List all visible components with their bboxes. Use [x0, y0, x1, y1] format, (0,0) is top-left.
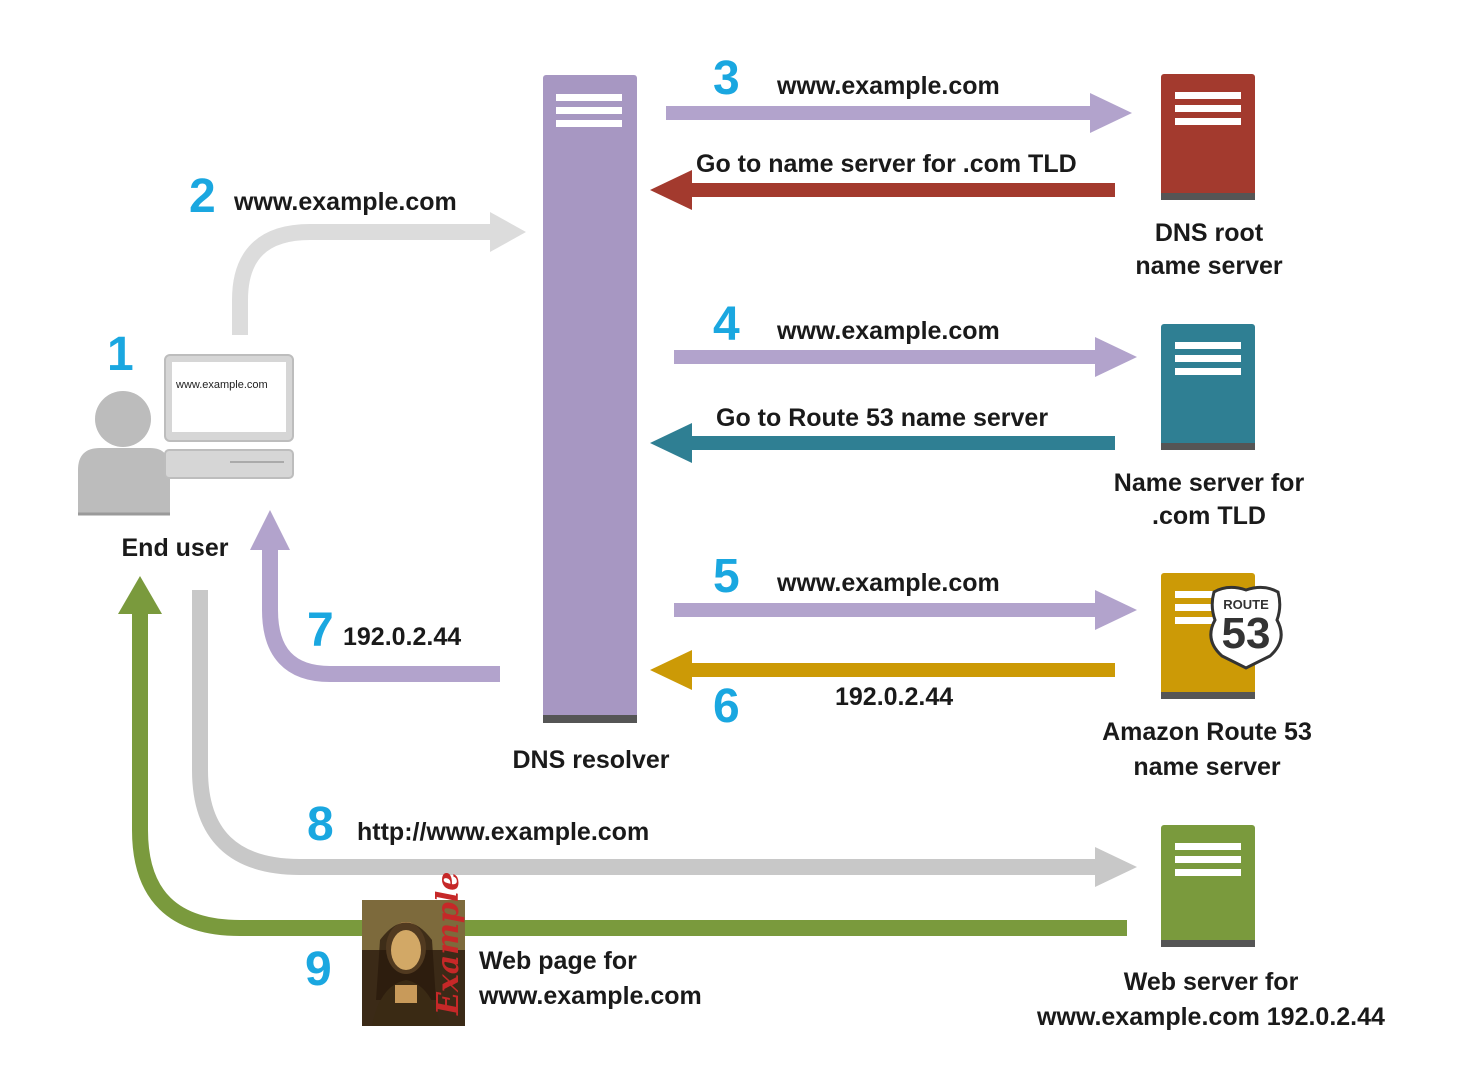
step-4-label: www.example.com	[776, 317, 1000, 345]
route53-badge-number: 53	[1222, 609, 1271, 658]
dns-resolver-label: DNS resolver	[512, 746, 669, 774]
route53-label-2: name server	[1133, 753, 1281, 781]
dns-resolver-icon	[543, 75, 637, 723]
web-server-label-1: Web server for	[1124, 968, 1299, 996]
web-page-label-2: www.example.com	[478, 982, 702, 1010]
screen-url: www.example.com	[175, 379, 268, 391]
web-page-thumbnail-text: Example	[431, 872, 466, 1016]
arrow-step6-reply	[650, 650, 1115, 690]
step-7-number: 7	[307, 604, 334, 657]
step-1-number: 1	[107, 328, 134, 381]
arrow-step7	[250, 510, 500, 682]
step-6-label: 192.0.2.44	[835, 683, 953, 711]
arrow-step4-reply	[650, 423, 1115, 463]
end-user-label: End user	[122, 534, 229, 562]
arrow-step4-request	[674, 337, 1137, 377]
route53-label-1: Amazon Route 53	[1102, 718, 1312, 746]
root-server-label-1: DNS root	[1155, 219, 1264, 247]
tld-server-label-1: Name server for	[1114, 469, 1305, 497]
arrow-step3-request	[666, 93, 1132, 133]
computer-icon	[164, 354, 294, 479]
web-server-icon	[1161, 825, 1255, 947]
step-7-label: 192.0.2.44	[343, 623, 461, 651]
web-page-label-1: Web page for	[479, 947, 637, 975]
step-8-label: http://www.example.com	[357, 818, 649, 846]
tld-server-label-2: .com TLD	[1152, 502, 1266, 530]
step-3-label: www.example.com	[776, 72, 1000, 100]
arrow-step5-request	[674, 590, 1137, 630]
root-server-label-2: name server	[1135, 252, 1283, 280]
step-5-number: 5	[713, 550, 740, 603]
root-server-icon	[1161, 74, 1255, 200]
step-3-number: 3	[713, 52, 740, 105]
step-4-number: 4	[713, 298, 740, 351]
route53-badge-top: ROUTE	[1223, 597, 1269, 612]
arrow-step9	[118, 576, 1127, 936]
arrow-step3-reply	[650, 170, 1115, 210]
step-5-label: www.example.com	[776, 569, 1000, 597]
step-6-number: 6	[713, 680, 740, 733]
step-4-reply-label: Go to Route 53 name server	[716, 404, 1048, 432]
route53-shield-icon	[1209, 585, 1283, 670]
web-server-label-2: www.example.com 192.0.2.44	[1036, 1003, 1385, 1031]
step-3-reply-label: Go to name server for .com TLD	[696, 150, 1077, 178]
step-9-number: 9	[305, 943, 332, 996]
arrow-step8	[192, 590, 1137, 887]
web-page-thumbnail	[362, 900, 465, 1026]
arrow-step2	[232, 212, 526, 335]
step-2-number: 2	[189, 170, 216, 223]
end-user-icon	[78, 391, 170, 516]
step-8-number: 8	[307, 798, 334, 851]
tld-server-icon	[1161, 324, 1255, 450]
step-2-label: www.example.com	[233, 188, 457, 216]
